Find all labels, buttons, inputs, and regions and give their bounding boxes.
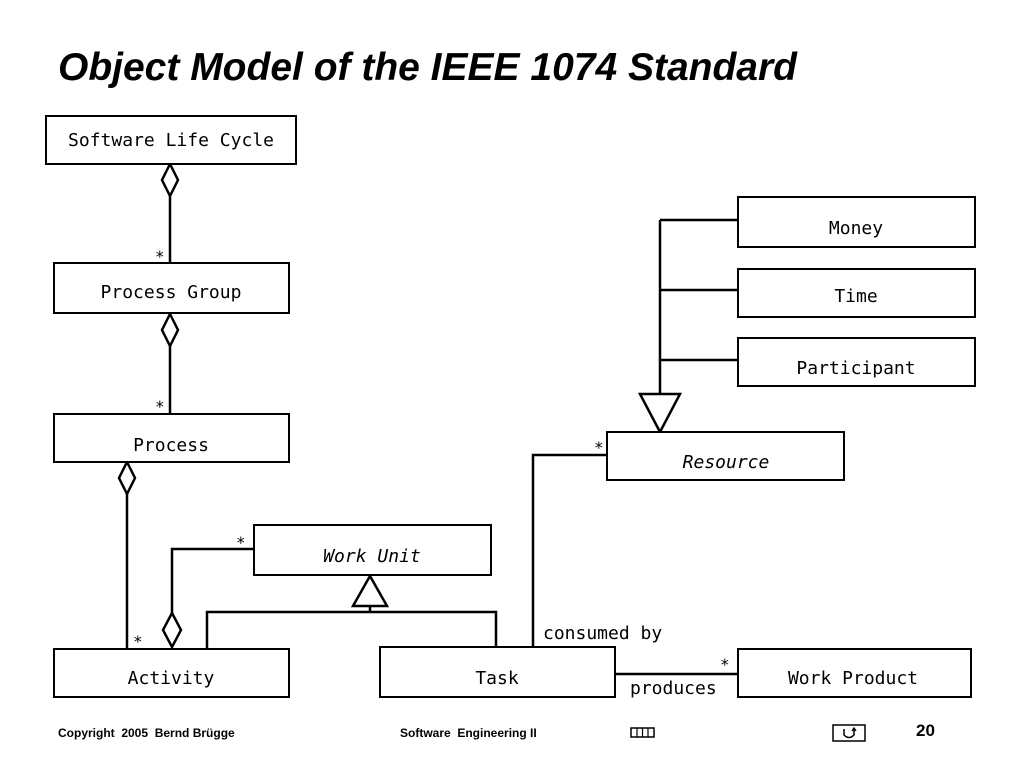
class-resource[interactable]: Resource — [606, 431, 845, 481]
class-label: Work Unit — [323, 546, 421, 567]
return-icon[interactable] — [832, 724, 866, 742]
multiplicity-label: * — [155, 397, 165, 416]
generalization-triangle — [637, 392, 683, 435]
activity-workunit-link — [170, 547, 254, 613]
class-process-group[interactable]: Process Group — [53, 262, 290, 314]
aggregation-diamond — [117, 459, 137, 497]
aggregation-diamond — [160, 311, 180, 349]
class-label: Resource — [683, 452, 770, 473]
multiplicity-label: * — [720, 655, 730, 674]
class-label: Work Product — [788, 668, 918, 689]
class-participant[interactable]: Participant — [737, 337, 976, 387]
multiplicity-label: * — [133, 632, 143, 651]
footer-course: Software Engineering II — [400, 726, 537, 740]
class-label: Software Life Cycle — [68, 130, 274, 151]
inheritance-hierarchy-line — [205, 610, 498, 649]
multiplicity-label: * — [236, 533, 246, 552]
class-time[interactable]: Time — [737, 268, 976, 318]
slide-sorter-icon[interactable] — [630, 726, 656, 740]
generalization-triangle — [350, 573, 390, 608]
class-work-product[interactable]: Work Product — [737, 648, 972, 698]
class-label: Process Group — [101, 282, 242, 303]
page-number: 20 — [916, 721, 935, 740]
class-work-unit[interactable]: Work Unit — [253, 524, 492, 576]
class-money[interactable]: Money — [737, 196, 976, 248]
slide-title: Object Model of the IEEE 1074 Standard — [58, 46, 798, 89]
footer-copyright: Copyright 2005 Bernd Brügge — [58, 726, 235, 740]
class-label: Time — [834, 286, 877, 307]
aggregation-diamond — [161, 610, 183, 650]
multiplicity-label: * — [594, 438, 604, 457]
association-label-produces: produces — [630, 678, 717, 699]
class-label: Task — [475, 668, 519, 689]
class-label: Money — [829, 218, 883, 239]
aggregation-diamond — [160, 161, 180, 199]
class-software-life-cycle[interactable]: Software Life Cycle — [45, 115, 297, 165]
class-process[interactable]: Process — [53, 413, 290, 463]
class-task[interactable]: Task — [379, 646, 616, 698]
class-label: Activity — [128, 668, 215, 689]
class-label: Process — [133, 435, 209, 456]
class-label: Participant — [796, 358, 915, 379]
task-resource-link — [531, 453, 607, 647]
multiplicity-label: * — [155, 247, 165, 266]
association-label-consumed-by: consumed by — [543, 623, 662, 644]
class-activity[interactable]: Activity — [53, 648, 290, 698]
